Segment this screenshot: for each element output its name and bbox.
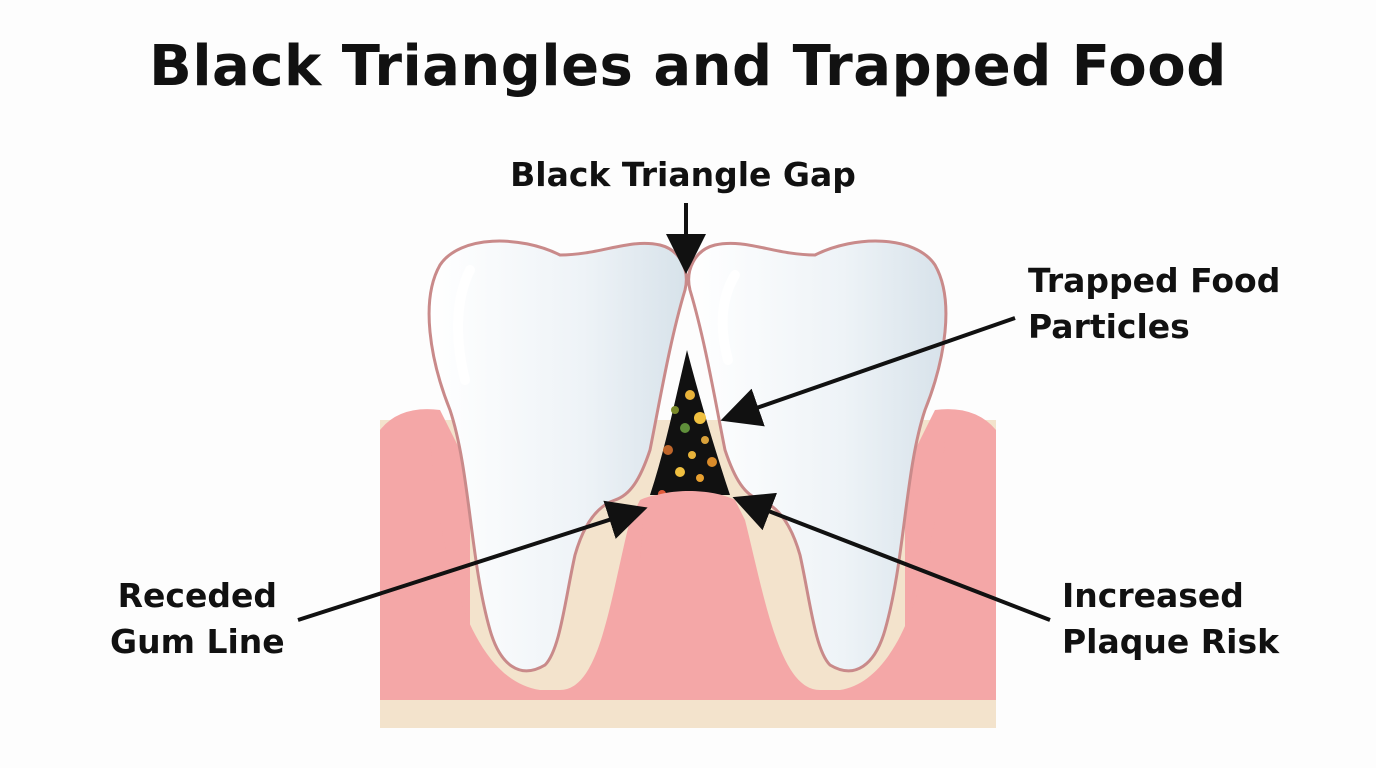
gum-tissue [430, 440, 945, 700]
gum-arrow [297, 500, 648, 622]
receded-gum-label: Receded Gum Line [110, 573, 285, 665]
right-tooth [687, 239, 948, 673]
receded-gum-label-line2: Gum Line [110, 622, 285, 661]
trapped-food-label-line2: Particles [1028, 307, 1190, 346]
plaque-risk-label: Increased Plaque Risk [1062, 573, 1279, 665]
trapped-food-label: Trapped Food Particles [1028, 258, 1280, 350]
left-tooth [427, 239, 688, 673]
receded-gum-label-line1: Receded [117, 576, 278, 615]
receded-gum-papilla [640, 491, 748, 560]
food-particles [658, 390, 717, 498]
diagram-title: Black Triangles and Trapped Food [149, 34, 1227, 99]
food-arrow [720, 316, 1016, 427]
plaque-arrow [732, 492, 1051, 622]
trapped-food-label-line1: Trapped Food [1028, 261, 1281, 300]
black-triangle-gap-label: Black Triangle Gap [510, 155, 856, 194]
plaque-risk-label-line2: Plaque Risk [1062, 622, 1280, 661]
plaque-risk-label-line1: Increased [1062, 576, 1244, 615]
